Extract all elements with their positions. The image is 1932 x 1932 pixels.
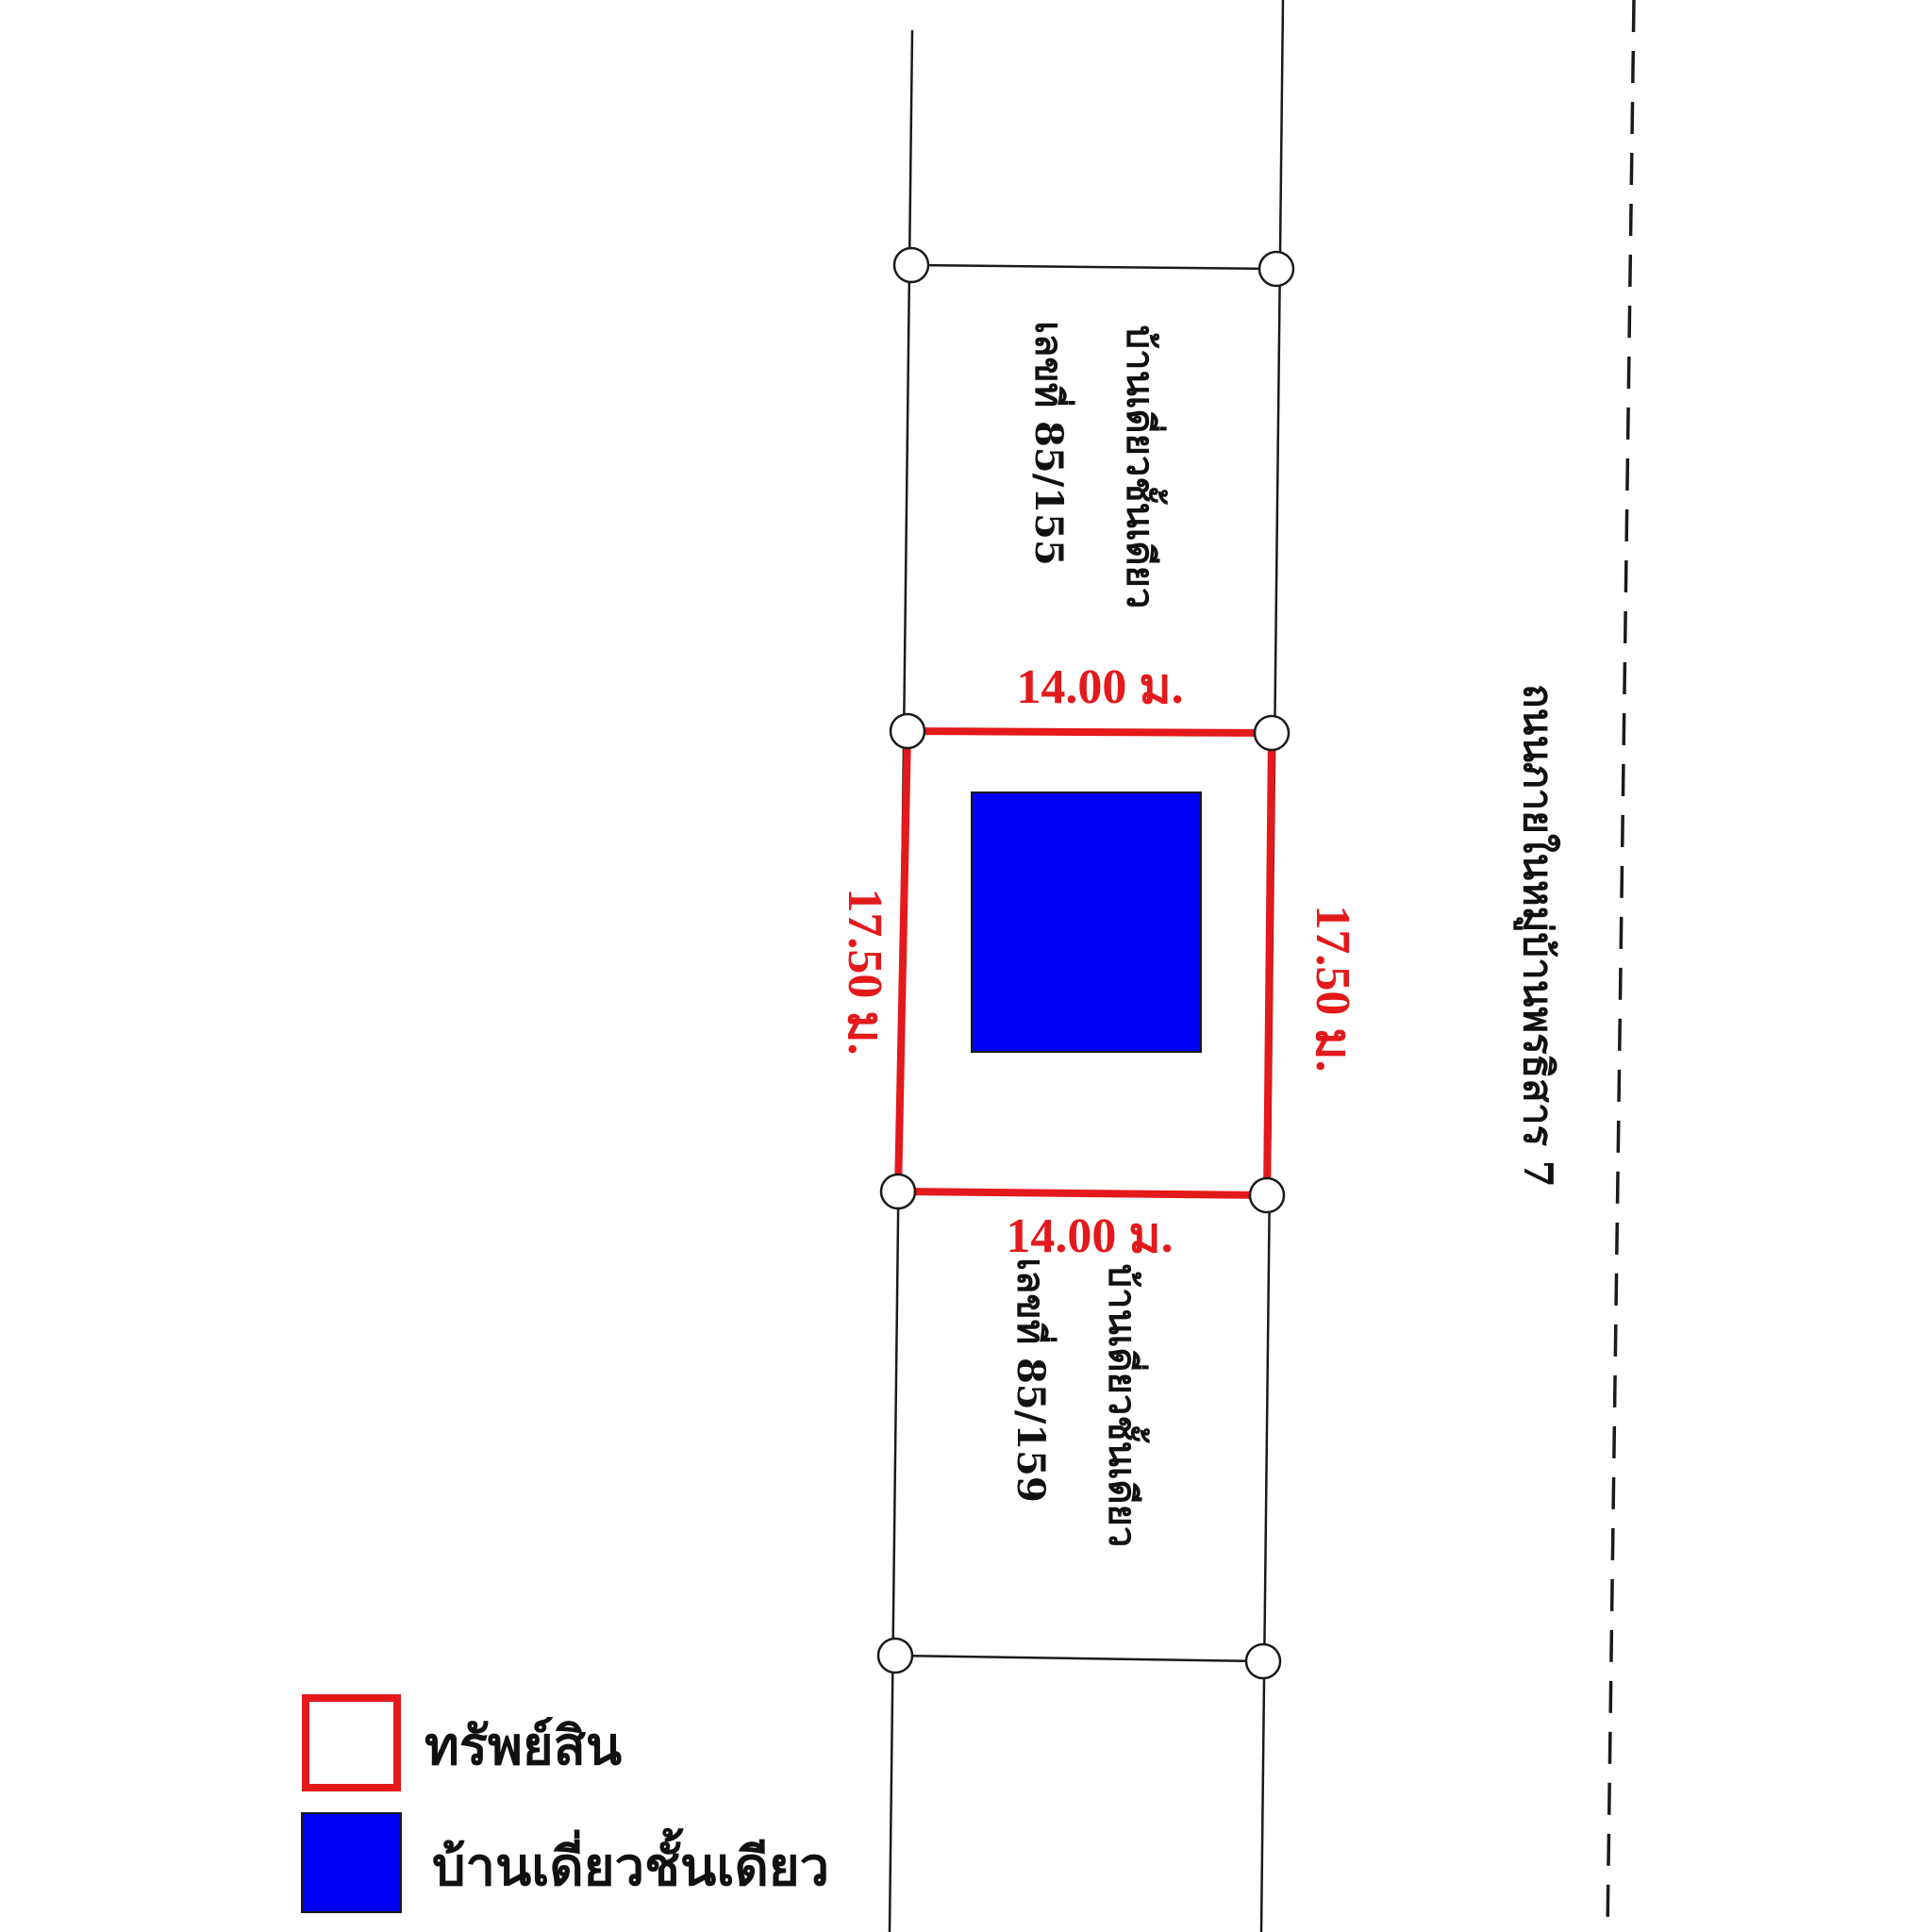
house-footprint: [971, 791, 1202, 1053]
south-neighbor-type: บ้านเดี่ยวชั้นเดียว: [1100, 1264, 1150, 1548]
north-neighbor-label: บ้านเดี่ยวชั้นเดียว เลขที่ 85/155: [1026, 321, 1168, 608]
top-width-label: 14.00 ม.: [1016, 660, 1183, 714]
left-depth-label: 17.50 ม.: [838, 888, 891, 1055]
boundary-marker: [892, 246, 930, 284]
boundary-marker: [876, 1637, 914, 1674]
south-plot-bottom-boundary: [894, 1654, 1264, 1663]
legend-house-label: บ้านเดี่ยวชั้นเดียว: [432, 1828, 829, 1898]
boundary-marker: [1257, 250, 1295, 288]
north-neighbor-number: เลขที่ 85/155: [1026, 321, 1075, 566]
boundary-marker: [889, 712, 926, 750]
south-neighbor-number: เลขที่ 85/159: [1008, 1257, 1058, 1503]
north-plot-top-boundary: [910, 263, 1277, 271]
bottom-width-label: 14.00 ม.: [1006, 1209, 1173, 1263]
legend-property-swatch: [302, 1694, 401, 1791]
boundary-marker: [879, 1173, 917, 1210]
right-depth-label: 17.50 ม.: [1306, 905, 1359, 1072]
south-neighbor-label: บ้านเดี่ยวชั้นเดียว เลขที่ 85/159: [1008, 1257, 1150, 1547]
legend-property-label: ทรัพย์สิน: [425, 1715, 622, 1777]
legend-house-swatch: [301, 1812, 402, 1913]
road-centerline: [1606, 0, 1636, 1932]
boundary-marker: [1244, 1642, 1282, 1680]
road-name-label: ถนนภายในหมู่บ้านพรธิสาร 7: [1513, 684, 1561, 1188]
boundary-marker: [1253, 714, 1291, 752]
boundary-marker: [1248, 1176, 1286, 1214]
north-neighbor-type: บ้านเดี่ยวชั้นเดียว: [1118, 325, 1168, 609]
legend: ทรัพย์สิน บ้านเดี่ยวชั้นเดียว: [301, 1694, 829, 1913]
